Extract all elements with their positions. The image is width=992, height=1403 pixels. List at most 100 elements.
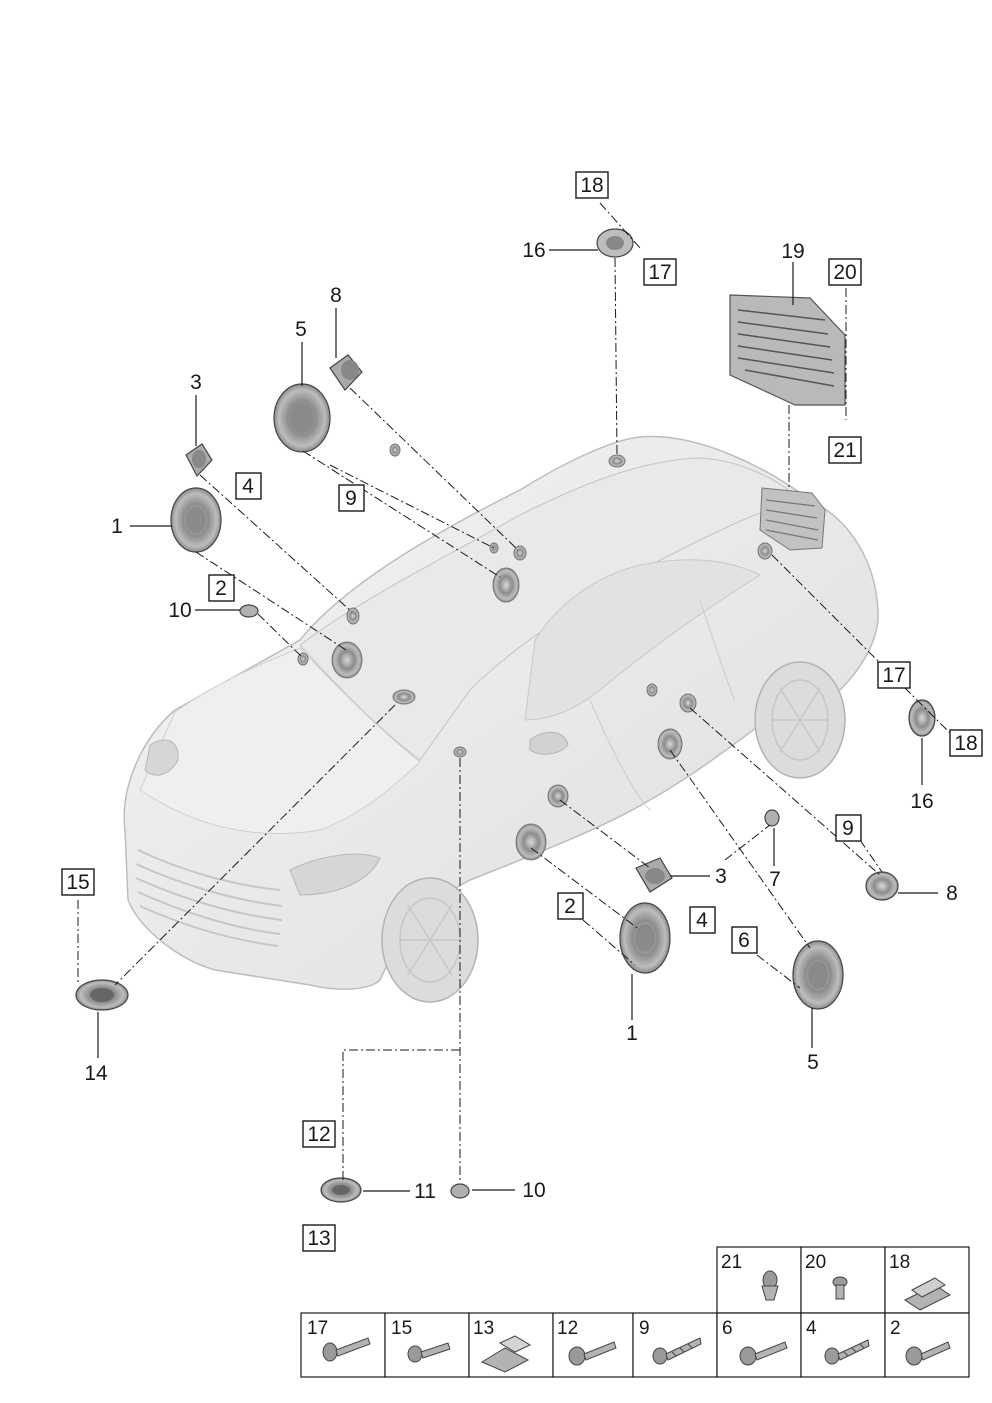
callout-14: 14 <box>84 1062 108 1085</box>
bolt-icon <box>568 1341 617 1366</box>
nut-10-top <box>239 604 259 618</box>
leader-lines <box>97 249 938 1192</box>
svg-text:16: 16 <box>522 239 545 262</box>
callout-labels: 18 16 17 19 20 21 8 5 9 3 <box>61 171 983 1252</box>
svg-text:16: 16 <box>910 790 933 813</box>
callout-1-top: 1 <box>111 515 123 538</box>
callout-18-right: 18 <box>949 729 983 757</box>
legend-top-row: 21 20 18 <box>716 1246 970 1314</box>
callout-10-top: 10 <box>168 599 191 622</box>
tweeter-8-top <box>329 354 363 391</box>
callout-9-right: 9 <box>835 814 862 842</box>
nut-7 <box>764 809 780 827</box>
car-silhouette <box>123 435 879 1003</box>
legend-num: 21 <box>721 1252 742 1273</box>
callout-9-top: 9 <box>338 484 365 512</box>
svg-text:12: 12 <box>307 1123 330 1146</box>
callout-21: 21 <box>828 436 862 464</box>
svg-text:9: 9 <box>842 817 854 840</box>
svg-text:4: 4 <box>242 475 254 498</box>
speaker-16-top <box>596 228 634 258</box>
svg-text:5: 5 <box>295 318 307 341</box>
callout-7: 7 <box>769 868 781 891</box>
legend-num: 9 <box>639 1318 650 1339</box>
svg-text:1: 1 <box>626 1022 638 1045</box>
legend-num: 15 <box>391 1318 412 1339</box>
svg-text:9: 9 <box>345 487 357 510</box>
clip-nut-icon <box>904 1277 951 1311</box>
speaker-11 <box>320 1177 362 1203</box>
speaker-5-top <box>273 383 331 453</box>
svg-text:7: 7 <box>769 868 781 891</box>
callout-1-bottom: 1 <box>626 1022 638 1045</box>
svg-text:21: 21 <box>833 439 856 462</box>
tweeter-8-right <box>865 871 899 901</box>
callout-5-top: 5 <box>295 318 307 341</box>
speaker-1-top <box>170 487 222 553</box>
tweeter-3-top <box>185 443 213 478</box>
svg-text:14: 14 <box>84 1062 108 1085</box>
svg-text:10: 10 <box>522 1179 545 1202</box>
callout-3-right: 3 <box>715 865 727 888</box>
callout-11: 11 <box>414 1180 436 1203</box>
speaker-16-right <box>908 699 936 737</box>
legend-num: 12 <box>557 1318 578 1339</box>
callout-16-right: 16 <box>910 790 933 813</box>
callout-13: 13 <box>302 1224 336 1252</box>
svg-text:6: 6 <box>738 929 750 952</box>
svg-text:4: 4 <box>696 909 708 932</box>
callout-19: 19 <box>781 240 804 263</box>
callout-5-bottom: 5 <box>807 1051 819 1074</box>
svg-text:11: 11 <box>414 1180 436 1203</box>
svg-text:1: 1 <box>111 515 123 538</box>
amplifier-19 <box>729 294 846 406</box>
speaker-5-bottom <box>792 940 844 1010</box>
rivet-icon <box>761 1270 779 1301</box>
svg-text:18: 18 <box>580 174 603 197</box>
callout-12: 12 <box>302 1120 336 1148</box>
speaker-1-bottom <box>619 902 671 974</box>
screw-icon <box>322 1337 371 1362</box>
svg-text:18: 18 <box>954 732 977 755</box>
in-car-speakers <box>297 443 773 861</box>
legend-num: 17 <box>307 1318 328 1339</box>
bolt-icon <box>832 1276 848 1300</box>
svg-text:8: 8 <box>946 882 958 905</box>
svg-text:5: 5 <box>807 1051 819 1074</box>
callout-4-right: 4 <box>689 906 716 934</box>
tweeter-3-right <box>635 857 673 893</box>
legend-num: 18 <box>889 1252 910 1273</box>
svg-text:10: 10 <box>168 599 191 622</box>
callout-10-bottom: 10 <box>522 1179 545 1202</box>
legend-num: 2 <box>890 1318 901 1339</box>
svg-text:17: 17 <box>882 664 905 687</box>
clip-nut-icon <box>480 1335 532 1373</box>
callout-16-top: 16 <box>522 239 545 262</box>
legend-num: 6 <box>722 1318 733 1339</box>
svg-text:19: 19 <box>781 240 804 263</box>
svg-text:2: 2 <box>215 577 227 600</box>
parts <box>75 228 936 1203</box>
callout-15: 15 <box>61 868 95 896</box>
callout-8-right: 8 <box>946 882 958 905</box>
svg-text:15: 15 <box>66 871 89 894</box>
callout-18-top: 18 <box>575 171 609 199</box>
svg-text:2: 2 <box>564 895 576 918</box>
guide-lines <box>77 202 956 1182</box>
amplifier-in-car <box>759 487 826 551</box>
legend-num: 13 <box>473 1318 494 1339</box>
svg-text:20: 20 <box>833 261 856 284</box>
bolt-icon <box>739 1341 788 1366</box>
svg-text:3: 3 <box>190 371 202 394</box>
svg-text:17: 17 <box>648 261 671 284</box>
legend-num: 20 <box>805 1252 826 1273</box>
nut-10-bottom <box>450 1183 470 1199</box>
svg-text:13: 13 <box>307 1227 330 1250</box>
speaker-14 <box>75 979 129 1011</box>
legend-num: 4 <box>806 1318 817 1339</box>
callout-17-top: 17 <box>643 258 677 286</box>
bolt-icon <box>407 1342 451 1363</box>
legend-bottom-row: 17 15 13 12 9 6 4 2 <box>300 1312 970 1378</box>
fastener-legend: 21 20 18 <box>300 1246 970 1378</box>
